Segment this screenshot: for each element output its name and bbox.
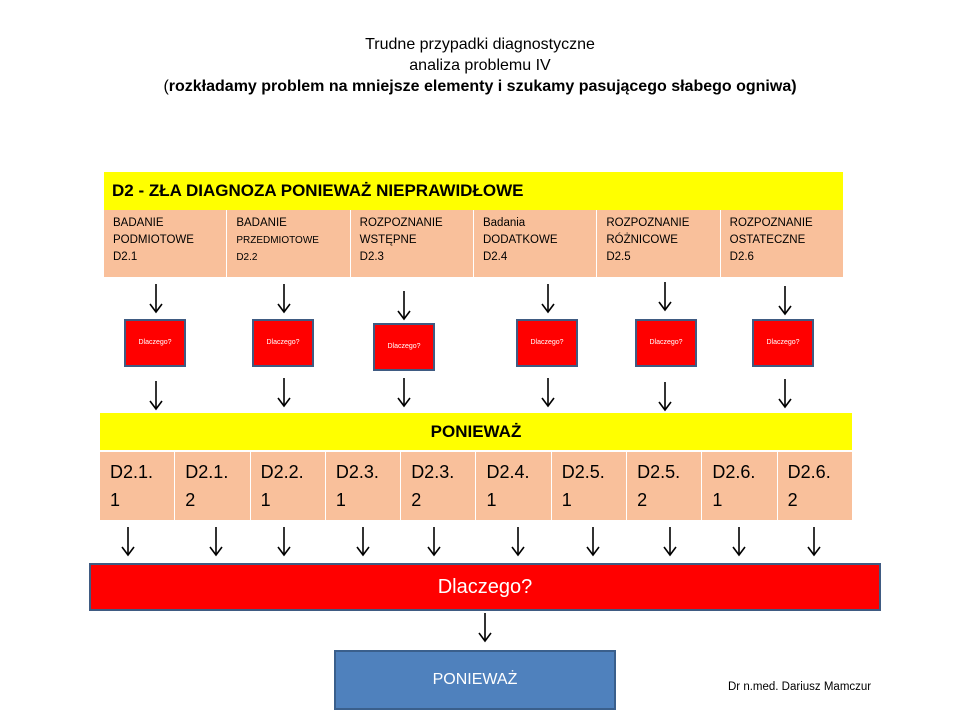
- big-why-box: Dlaczego?: [89, 563, 881, 611]
- stage-cell: ROZPOZNANIE RÓŻNICOWE D2.5: [597, 210, 721, 277]
- code-cell: D2.4. 1: [476, 452, 552, 520]
- down-arrow-icon: [778, 379, 792, 409]
- down-arrow-icon: [209, 527, 223, 557]
- stage-line-1: ROZPOZNANIE: [359, 217, 443, 229]
- code-line-1: D2.3.: [411, 462, 455, 482]
- down-arrow-icon: [397, 378, 411, 408]
- down-arrow-icon: [277, 284, 291, 314]
- down-arrow-icon: [511, 527, 525, 557]
- down-arrow-icon: [586, 527, 600, 557]
- why-box: Dlaczego?: [752, 319, 814, 367]
- code-line-2: 1: [561, 490, 572, 510]
- down-arrow-icon: [807, 527, 821, 557]
- code-line-1: D2.5.: [561, 462, 605, 482]
- down-arrow-icon: [149, 284, 163, 314]
- stage-row: BADANIE PODMIOTOWE D2.1 BADANIE PRZEDMIO…: [104, 210, 843, 277]
- code-line-2: 2: [637, 490, 648, 510]
- stage-cell: Badania DODATKOWE D2.4: [473, 210, 598, 277]
- code-line-1: D2.3.: [335, 462, 379, 482]
- down-arrow-icon: [478, 613, 492, 643]
- because-box: PONIEWAŻ: [334, 650, 616, 710]
- stage-cell: BADANIE PRZEDMIOTOWE D2.2: [227, 210, 351, 277]
- stage-line-3: D2.2: [236, 252, 258, 263]
- down-arrow-icon: [658, 382, 672, 412]
- code-line-1: D2.4.: [486, 462, 530, 482]
- code-cell: D2.1. 1: [100, 452, 176, 520]
- down-arrow-icon: [277, 378, 291, 408]
- author-credit: Dr n.med. Dariusz Mamczur: [728, 681, 872, 693]
- title-line-3: (rozkładamy problem na mniejsze elementy…: [0, 76, 960, 97]
- stage-line-2: OSTATECZNE: [729, 234, 806, 246]
- stage-line-1: ROZPOZNANIE: [729, 217, 813, 229]
- stage-line-1: BADANIE: [236, 217, 287, 229]
- stage-line-2: DODATKOWE: [482, 234, 558, 246]
- stage-line-3: D2.1: [113, 251, 138, 263]
- title-line-2: analiza problemu IV: [409, 57, 551, 74]
- down-arrow-icon: [541, 378, 555, 408]
- stage-line-1: ROZPOZNANIE: [606, 217, 690, 229]
- why-box: Dlaczego?: [252, 319, 314, 367]
- stage-cell: ROZPOZNANIE OSTATECZNE D2.6: [720, 210, 843, 277]
- stage-line-3: D2.6: [729, 251, 754, 263]
- code-line-1: D2.6.: [712, 462, 756, 482]
- code-line-1: D2.1.: [110, 462, 154, 482]
- stage-cell: ROZPOZNANIE WSTĘPNE D2.3: [350, 210, 474, 277]
- code-cell: D2.2. 1: [250, 452, 326, 520]
- stage-line-2: RÓŻNICOWE: [606, 234, 678, 246]
- stage-line-3: D2.3: [359, 251, 384, 263]
- why-box: Dlaczego?: [635, 319, 697, 367]
- stage-line-3: D2.5: [606, 251, 631, 263]
- code-cell: D2.1. 2: [175, 452, 251, 520]
- code-line-1: D2.1.: [185, 462, 229, 482]
- header-bar: D2 - ZŁA DIAGNOZA PONIEWAŻ NIEPRAWIDŁOWE: [104, 172, 843, 210]
- down-arrow-icon: [397, 291, 411, 321]
- stage-line-1: Badania: [482, 217, 526, 229]
- code-line-1: D2.5.: [637, 462, 681, 482]
- stage-cell: BADANIE PODMIOTOWE D2.1: [104, 210, 228, 277]
- code-line-2: 1: [335, 490, 346, 510]
- code-line-1: D2.2.: [260, 462, 304, 482]
- code-cell: D2.6. 1: [702, 452, 778, 520]
- code-cell: D2.5. 2: [627, 452, 703, 520]
- down-arrow-icon: [658, 282, 672, 312]
- down-arrow-icon: [356, 527, 370, 557]
- code-cell: D2.6. 2: [777, 452, 852, 520]
- down-arrow-icon: [277, 527, 291, 557]
- code-line-2: 2: [411, 490, 422, 510]
- stage-line-2: PRZEDMIOTOWE: [236, 235, 319, 246]
- title-line-1: Trudne przypadki diagnostyczne: [365, 36, 595, 53]
- code-line-2: 1: [110, 490, 121, 510]
- down-arrow-icon: [732, 527, 746, 557]
- code-cell: D2.5. 1: [551, 452, 628, 520]
- stage-line-3: D2.4: [482, 251, 508, 263]
- stage-line-1: BADANIE: [113, 217, 164, 229]
- code-row: D2.1. 1 D2.1. 2 D2.2. 1 D2.3. 1 D2.3. 2 D2.4.…: [100, 452, 852, 520]
- because-bar: PONIEWAŻ: [100, 413, 852, 450]
- code-line-2: 1: [486, 490, 497, 510]
- title-line-3-paren: (: [163, 78, 169, 95]
- why-box: Dlaczego?: [373, 323, 435, 371]
- code-line-1: D2.6.: [787, 462, 831, 482]
- down-arrow-icon: [541, 284, 555, 314]
- code-cell: D2.3. 2: [401, 452, 477, 520]
- code-line-2: 1: [260, 490, 271, 510]
- slide-title: Trudne przypadki diagnostyczne analiza p…: [0, 34, 960, 97]
- why-box: Dlaczego?: [124, 319, 186, 367]
- down-arrow-icon: [427, 527, 441, 557]
- down-arrow-icon: [149, 381, 163, 411]
- code-line-2: 1: [712, 490, 723, 510]
- title-line-3-bold: rozkładamy problem na mniejsze elementy …: [168, 78, 797, 95]
- down-arrow-icon: [663, 527, 677, 557]
- code-line-2: 2: [787, 490, 798, 510]
- why-box: Dlaczego?: [516, 319, 578, 367]
- stage-line-2: PODMIOTOWE: [113, 234, 194, 246]
- code-cell: D2.3. 1: [325, 452, 402, 520]
- stage-line-2: WSTĘPNE: [359, 234, 417, 246]
- code-line-2: 2: [185, 490, 196, 510]
- down-arrow-icon: [778, 286, 792, 316]
- down-arrow-icon: [121, 527, 135, 557]
